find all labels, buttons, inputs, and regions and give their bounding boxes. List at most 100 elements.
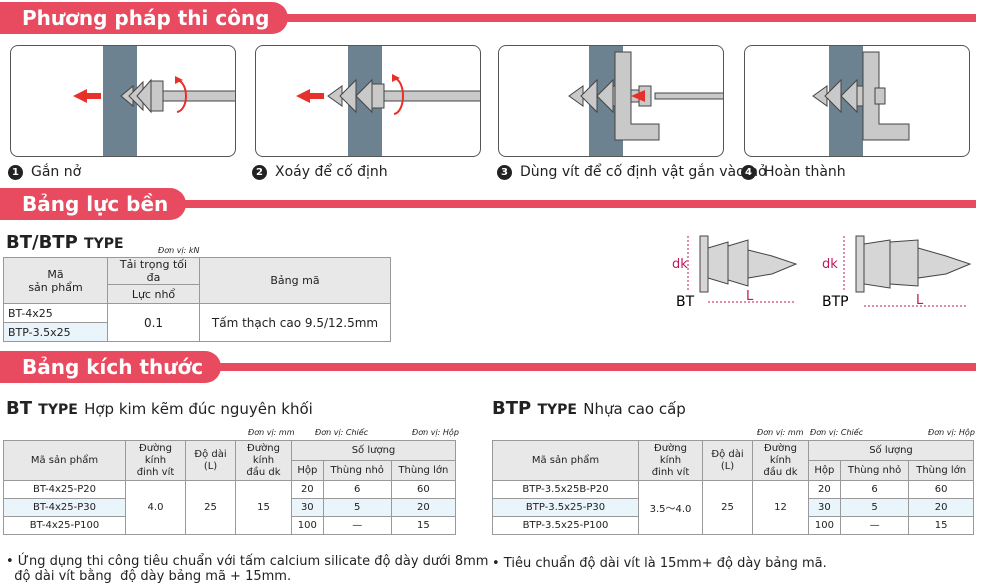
table-cell: 100 <box>808 516 841 535</box>
table-cell: 5 <box>322 498 392 517</box>
table-cell: 12 <box>752 480 809 535</box>
strength-table: Mã sản phẩm Tải trọng tối đa Bảng mã Lực… <box>3 257 391 342</box>
table-cell: 25 <box>702 480 753 535</box>
col-small: Thùng nhỏ <box>839 460 910 481</box>
step-4-label: 4 Hoàn thành <box>741 164 846 180</box>
btp-size-table: Mã sản phẩm Đường kính đinh vít Độ dài (… <box>492 440 974 535</box>
col-code: Mã sản phẩm <box>3 440 126 481</box>
table-row: BTP-3.5x25B-P20 3.5〜4.0 25 12 20 6 60 <box>492 480 974 535</box>
table-cell: 15 <box>908 516 974 535</box>
title-bold: BT/BTP <box>6 232 78 253</box>
section-header-size: Bảng kích thước <box>0 351 976 383</box>
table-cell: 6 <box>839 480 910 499</box>
anchor-insert-icon <box>73 76 235 114</box>
col-dia: Đường kính đinh vít <box>125 440 186 481</box>
table-row: BT-4x25-P20 4.0 25 15 20 6 60 <box>3 480 457 535</box>
table-cell: 60 <box>908 480 974 499</box>
table-cell: 20 <box>291 480 324 499</box>
col-small: Thùng nhỏ <box>322 460 392 481</box>
table-cell: 20 <box>390 498 457 517</box>
col-board: Bảng mã <box>199 257 391 304</box>
section-divider <box>180 200 976 208</box>
col-box: Hộp <box>808 460 841 481</box>
btp-label: BTP <box>822 294 849 310</box>
table-cell: 30 <box>808 498 841 517</box>
table-cell: Tấm thạch cao 9.5/12.5mm <box>199 303 391 342</box>
table-cell: — <box>839 516 910 535</box>
title-bold: BT <box>6 398 32 419</box>
step-3-label: 3 Dùng vít để cố định vật gắn vào nở <box>497 164 767 180</box>
table-row: BT-4x25-P100 100 — 15 <box>3 516 457 535</box>
unit-box: Đơn vị: Hộp <box>928 428 975 437</box>
anchor-dimension-diagram: dk L BT dk L BTP <box>672 235 972 310</box>
table-cell: 4.0 <box>125 480 186 535</box>
step-text: Hoàn thành <box>764 164 846 180</box>
step-3-illustration <box>498 45 724 157</box>
finished-icon <box>812 51 910 141</box>
table-cell: 6 <box>322 480 392 499</box>
step-text: Xoáy để cố định <box>275 164 388 180</box>
table-cell: BT-4x25-P100 <box>3 516 126 535</box>
table-cell: BT-4x25-P30 <box>3 498 126 517</box>
anchor-screw-icon <box>296 74 480 115</box>
table-cell: 60 <box>390 480 457 499</box>
title-suffix: TYPE <box>84 236 124 252</box>
table-row: BT-4x25-P30 30 5 20 <box>3 498 457 517</box>
title-bold: BTP <box>492 398 532 419</box>
col-large: Thùng lớn <box>390 460 457 481</box>
table-cell: 15 <box>390 516 457 535</box>
title-desc: Nhựa cao cấp <box>583 400 686 418</box>
col-box: Hộp <box>291 460 324 481</box>
step-4-illustration <box>744 45 970 157</box>
step-text: Gắn nở <box>31 164 82 180</box>
col-head: Đường kính đầu dk <box>752 440 809 481</box>
unit-box: Đơn vị: Hộp <box>412 428 459 437</box>
bt-note-1: • Ứng dụng thi công tiêu chuẩn với tấm c… <box>6 554 489 569</box>
btp-table-title: BTP TYPE Nhựa cao cấp <box>492 398 686 419</box>
bt-table-title: BT TYPE Hợp kim kẽm đúc nguyên khối <box>6 398 313 419</box>
col-head: Đường kính đầu dk <box>235 440 292 481</box>
bt-label: BT <box>676 294 695 310</box>
section-header-method: Phương pháp thi công <box>0 2 976 34</box>
table-cell: 5 <box>839 498 910 517</box>
L-label: L <box>916 293 924 308</box>
unit-mm: Đơn vị: mm <box>248 428 295 437</box>
table-cell: 30 <box>291 498 324 517</box>
title-type: TYPE <box>38 402 78 418</box>
section-title: Bảng kích thước <box>0 351 222 383</box>
screw-fix-icon <box>568 51 723 141</box>
table-cell: 20 <box>808 480 841 499</box>
step-number: 3 <box>497 164 512 180</box>
table-cell: — <box>322 516 392 535</box>
section-header-strength: Bảng lực bền <box>0 188 976 220</box>
L-label: L <box>746 289 754 304</box>
table-cell: 0.1 <box>107 303 200 342</box>
section-title: Bảng lực bền <box>0 188 187 220</box>
col-len: Độ dài (L) <box>702 440 753 481</box>
table-cell: BTP-3.5x25-P30 <box>492 498 639 517</box>
bt-size-table: Mã sản phẩm Đường kính đinh vít Độ dài (… <box>3 440 457 535</box>
col-load: Tải trọng tối đa <box>107 257 200 285</box>
table-cell: 3.5〜4.0 <box>638 480 703 535</box>
step-1-label: 1 Gắn nở <box>8 164 81 180</box>
table-cell: BTP-3.5x25-P100 <box>492 516 639 535</box>
step-number: 4 <box>741 164 756 180</box>
dk-label: dk <box>672 257 688 272</box>
table-cell: 100 <box>291 516 324 535</box>
col-dia: Đường kính đinh vít <box>638 440 703 481</box>
col-force: Lực nhổ <box>107 284 200 304</box>
table-row: BTP-3.5x25-P100 100 — 15 <box>492 516 974 535</box>
title-desc: Hợp kim kẽm đúc nguyên khối <box>84 400 313 418</box>
unit-piece: Đơn vị: Chiếc <box>315 428 369 437</box>
table-row: BTP-3.5x25-P30 30 5 20 <box>492 498 974 517</box>
col-code: Mã sản phẩm <box>492 440 639 481</box>
btp-note-1: • Tiêu chuẩn độ dài vít là 15mm+ độ dày … <box>492 556 827 571</box>
dk-label: dk <box>822 257 838 272</box>
col-qty: Số lượng <box>808 440 974 461</box>
table-cell: BTP-3.5x25 <box>3 322 108 342</box>
table-cell: BT-4x25-P20 <box>3 480 126 499</box>
bt-note-2: độ dài vít bằng độ dày bảng mã + 15mm. <box>6 569 292 584</box>
step-number: 2 <box>252 164 267 180</box>
col-code: Mã sản phẩm <box>3 257 108 304</box>
step-2-illustration <box>255 45 481 157</box>
